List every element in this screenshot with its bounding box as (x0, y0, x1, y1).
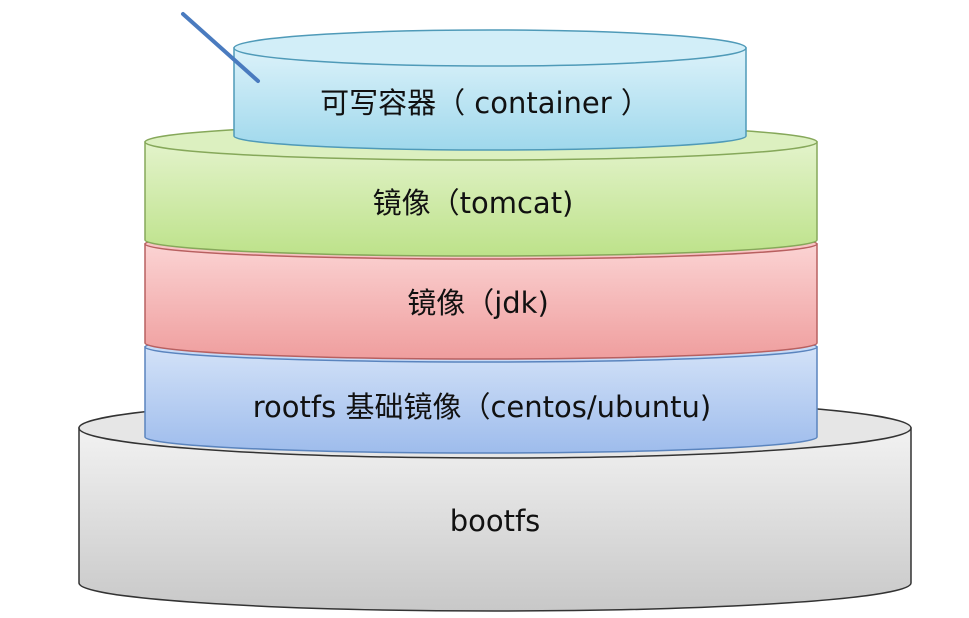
layer-jdk-label: 镜像（jdk) (407, 286, 549, 320)
layer-rootfs-body (144, 346, 818, 454)
layer-tomcat-body (144, 141, 818, 257)
layer-container-label: 可写容器（ container ） (320, 86, 650, 120)
layer-container-body (233, 47, 747, 151)
layer-bootfs-label: bootfs (450, 504, 541, 538)
layer-container: 可写容器（ container ） (233, 29, 747, 151)
layer-rootfs-label: rootfs 基础镜像（centos/ubuntu) (253, 390, 711, 424)
layer-jdk-body (144, 243, 818, 360)
layer-tomcat-label: 镜像（tomcat) (373, 186, 574, 220)
pointer-line (181, 12, 260, 83)
layer-container-top (233, 29, 747, 67)
layer-bootfs-body (78, 427, 912, 612)
